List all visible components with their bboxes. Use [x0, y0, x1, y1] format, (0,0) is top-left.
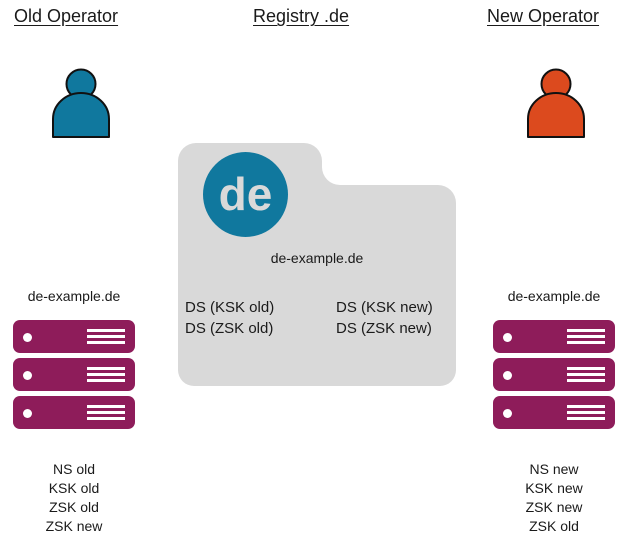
server-node	[13, 396, 135, 429]
heading-registry: Registry .de	[253, 6, 350, 26]
server-node	[493, 396, 615, 429]
server-led-icon	[503, 408, 512, 418]
server-node	[13, 320, 135, 353]
key-item: ZSK new	[45, 518, 103, 534]
new-operator-domain-label: de-example.de	[507, 288, 601, 304]
server-led-icon	[503, 370, 512, 380]
new-operator-person-icon	[527, 68, 585, 138]
ds-zsk-old: DS (ZSK old)	[185, 320, 274, 337]
key-item: NS new	[529, 461, 579, 477]
server-led-icon	[23, 370, 32, 380]
old-operator-server-stack	[13, 320, 135, 434]
registry-domain-label: de-example.de	[270, 250, 364, 266]
ds-ksk-new: DS (KSK new)	[336, 299, 433, 316]
new-operator-key-list: NS new KSK new ZSK new ZSK old	[488, 460, 620, 536]
server-led-icon	[23, 408, 32, 418]
server-vents-icon	[567, 328, 605, 345]
ds-records-old: DS (KSK old) DS (ZSK old)	[185, 297, 274, 339]
key-item: ZSK new	[525, 499, 583, 515]
server-vents-icon	[87, 404, 125, 421]
key-item: ZSK old	[49, 499, 99, 515]
ds-records-new: DS (KSK new) DS (ZSK new)	[336, 297, 433, 339]
heading-old-operator: Old Operator	[14, 6, 119, 26]
de-registry-logo-icon: de	[203, 152, 288, 237]
ds-zsk-new: DS (ZSK new)	[336, 320, 432, 337]
key-item: KSK new	[525, 480, 583, 496]
de-logo-text: de	[219, 168, 273, 220]
server-vents-icon	[567, 366, 605, 383]
server-vents-icon	[567, 404, 605, 421]
server-vents-icon	[87, 328, 125, 345]
key-item: NS old	[52, 461, 96, 477]
server-node	[493, 320, 615, 353]
key-item: ZSK old	[529, 518, 579, 534]
ds-ksk-old: DS (KSK old)	[185, 299, 275, 316]
server-vents-icon	[87, 366, 125, 383]
server-led-icon	[23, 332, 32, 342]
heading-new-operator: New Operator	[487, 6, 600, 26]
old-operator-person-icon	[52, 68, 110, 138]
old-operator-key-list: NS old KSK old ZSK old ZSK new	[8, 460, 140, 536]
key-item: KSK old	[48, 480, 100, 496]
old-operator-domain-label: de-example.de	[27, 288, 121, 304]
server-led-icon	[503, 332, 512, 342]
server-node	[493, 358, 615, 391]
server-node	[13, 358, 135, 391]
new-operator-server-stack	[493, 320, 615, 434]
